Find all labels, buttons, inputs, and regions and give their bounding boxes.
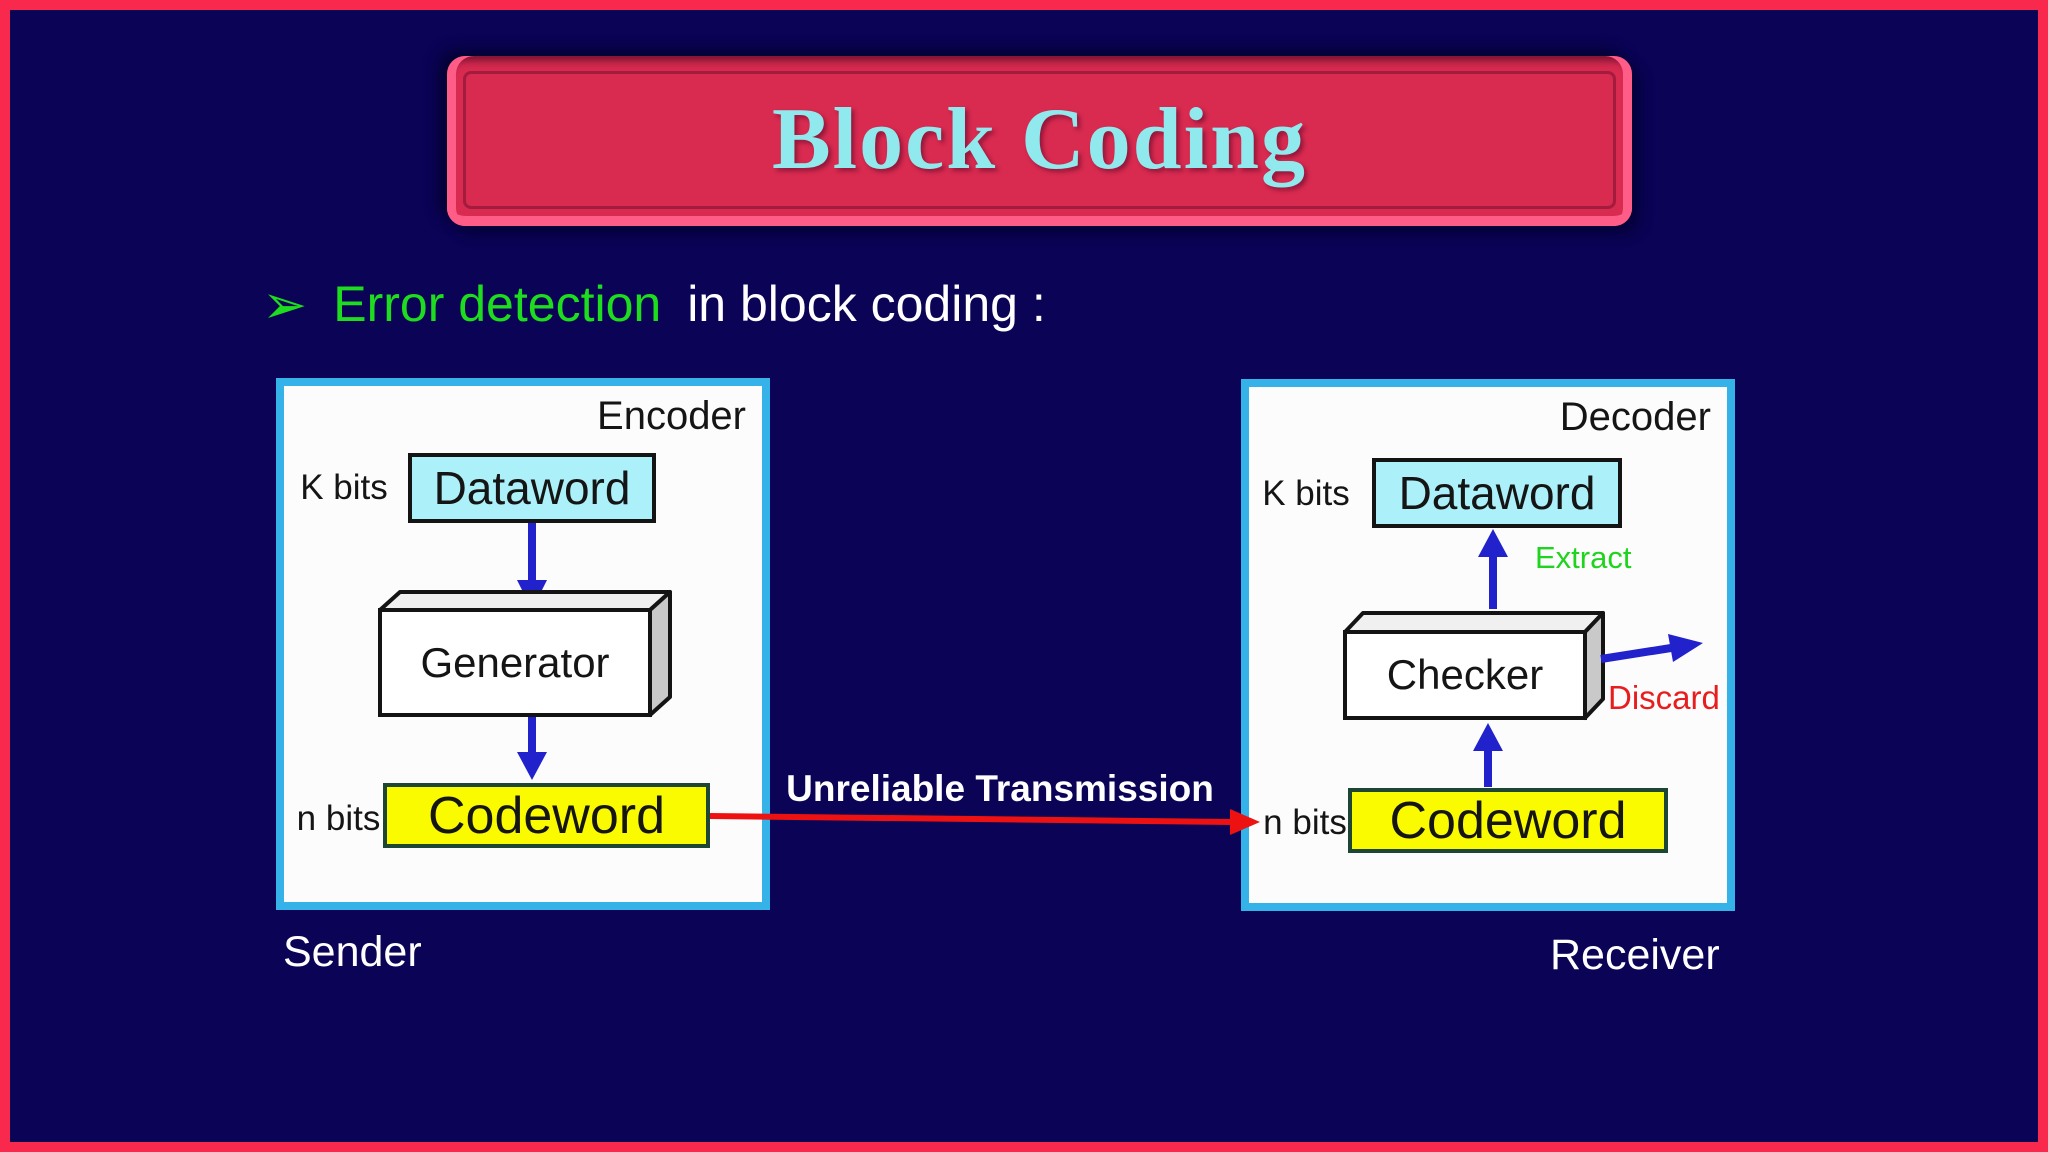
extract-label: Extract: [1535, 540, 1632, 575]
decoder-codeword-box: Codeword: [1348, 788, 1668, 853]
bullet-line: ➢ Error detection in block coding :: [262, 272, 1046, 336]
encoder-kbits-label: K bits: [300, 468, 388, 507]
arrow-right-icon: [1668, 634, 1703, 662]
encoder-nbits-label: n bits: [296, 799, 381, 838]
encoder-title: Encoder: [597, 394, 746, 438]
decoder-title: Decoder: [1559, 395, 1711, 439]
receiver-caption: Receiver: [1550, 931, 1720, 979]
decoder-nbits-label: n bits: [1263, 803, 1347, 842]
decoder-panel: Decoder K bits Dataword Extract Checker …: [1241, 379, 1735, 911]
bullet-arrow-icon: ➢: [262, 273, 308, 336]
title-banner-inner-frame: Block Coding: [463, 71, 1616, 209]
encoder-dataword-box: Dataword: [408, 453, 656, 523]
sender-caption: Sender: [283, 928, 422, 976]
page-title: Block Coding: [771, 91, 1308, 188]
decoder-dataword-box: Dataword: [1372, 458, 1622, 528]
bullet-rest-text: in block coding :: [687, 276, 1046, 332]
transmission-label: Unreliable Transmission: [786, 768, 1214, 809]
discard-label: Discard: [1608, 679, 1720, 716]
arrow-up-icon: [1478, 529, 1508, 557]
encoder-codeword-box: Codeword: [383, 783, 710, 848]
decoder-diagram-shapes: [1343, 529, 1703, 787]
encoder-diagram-shapes: [378, 523, 672, 780]
encoder-panel: Encoder K bits Dataword Generator Codewo…: [276, 378, 770, 910]
bullet-highlight-text: Error detection: [333, 276, 662, 332]
arrow-down-icon: [517, 752, 547, 780]
checker-box-label: Checker: [1386, 651, 1544, 698]
decoder-kbits-label: K bits: [1262, 474, 1350, 513]
arrow-up-icon: [1473, 723, 1503, 751]
title-banner: Block Coding: [447, 56, 1632, 226]
generator-box-label: Generator: [420, 638, 610, 686]
